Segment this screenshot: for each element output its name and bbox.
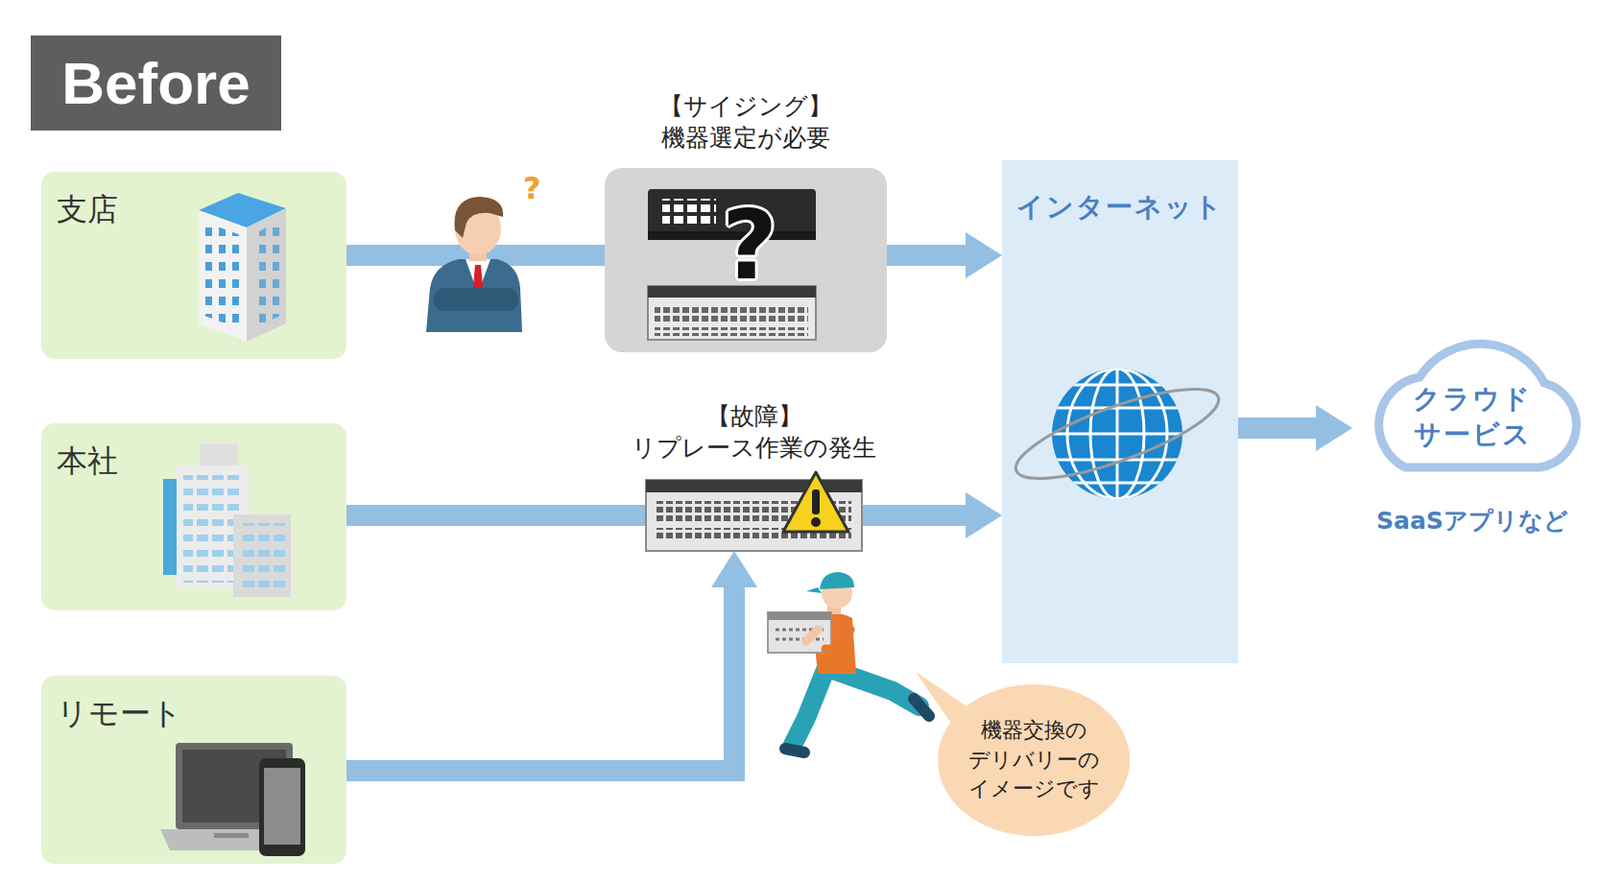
node-label: インターネット [1002, 189, 1239, 226]
question-mark: ? [721, 197, 778, 294]
arrow-head [711, 550, 758, 588]
question-mark: ? [523, 172, 542, 204]
flow-arrow [346, 550, 758, 771]
node-label: リモート [41, 675, 183, 731]
title-box: Before [30, 35, 282, 131]
node-label: 【サイジング】 機器選定が必要 [659, 90, 833, 156]
arrow-head [965, 492, 1003, 539]
headquarters-box: 本社 [41, 423, 347, 611]
delivery-person [767, 572, 930, 753]
businessman [426, 196, 523, 333]
arrow-head [1315, 405, 1353, 452]
branch-box: 支店 [41, 171, 347, 359]
arrow-band [886, 244, 968, 266]
failed-device: 【故障】 リプレース作業の発生 [645, 479, 862, 551]
globe [1002, 160, 1239, 664]
node-label: 機器交換の デリバリーの イメージです [968, 716, 1100, 804]
arrow-band [861, 504, 968, 526]
arrow-band [1238, 417, 1318, 439]
flow-arrow [346, 515, 646, 517]
speech-bubble: 機器交換の デリバリーの イメージです [936, 683, 1131, 837]
flow-arrow [861, 492, 1003, 539]
flow-arrow [1238, 405, 1353, 452]
arrow-band [346, 585, 735, 771]
node-label: クラウド サービス [1412, 382, 1532, 453]
arrow-band [346, 504, 646, 526]
arrow-head [965, 232, 1003, 279]
node-label: 本社 [41, 423, 119, 478]
node-label: 支店 [41, 171, 119, 227]
node-label: 【故障】 リプレース作業の発生 [631, 400, 877, 466]
node-sublabel: SaaSアプリなど [1376, 504, 1569, 537]
failed-appliance [645, 479, 862, 551]
internet-band: インターネット [1002, 160, 1239, 664]
flow-arrow [886, 232, 1003, 279]
remote-box: リモート [41, 675, 347, 864]
cloud-shape: クラウド サービスSaaSアプリなど [1352, 321, 1593, 480]
title-text: Before [61, 53, 250, 114]
